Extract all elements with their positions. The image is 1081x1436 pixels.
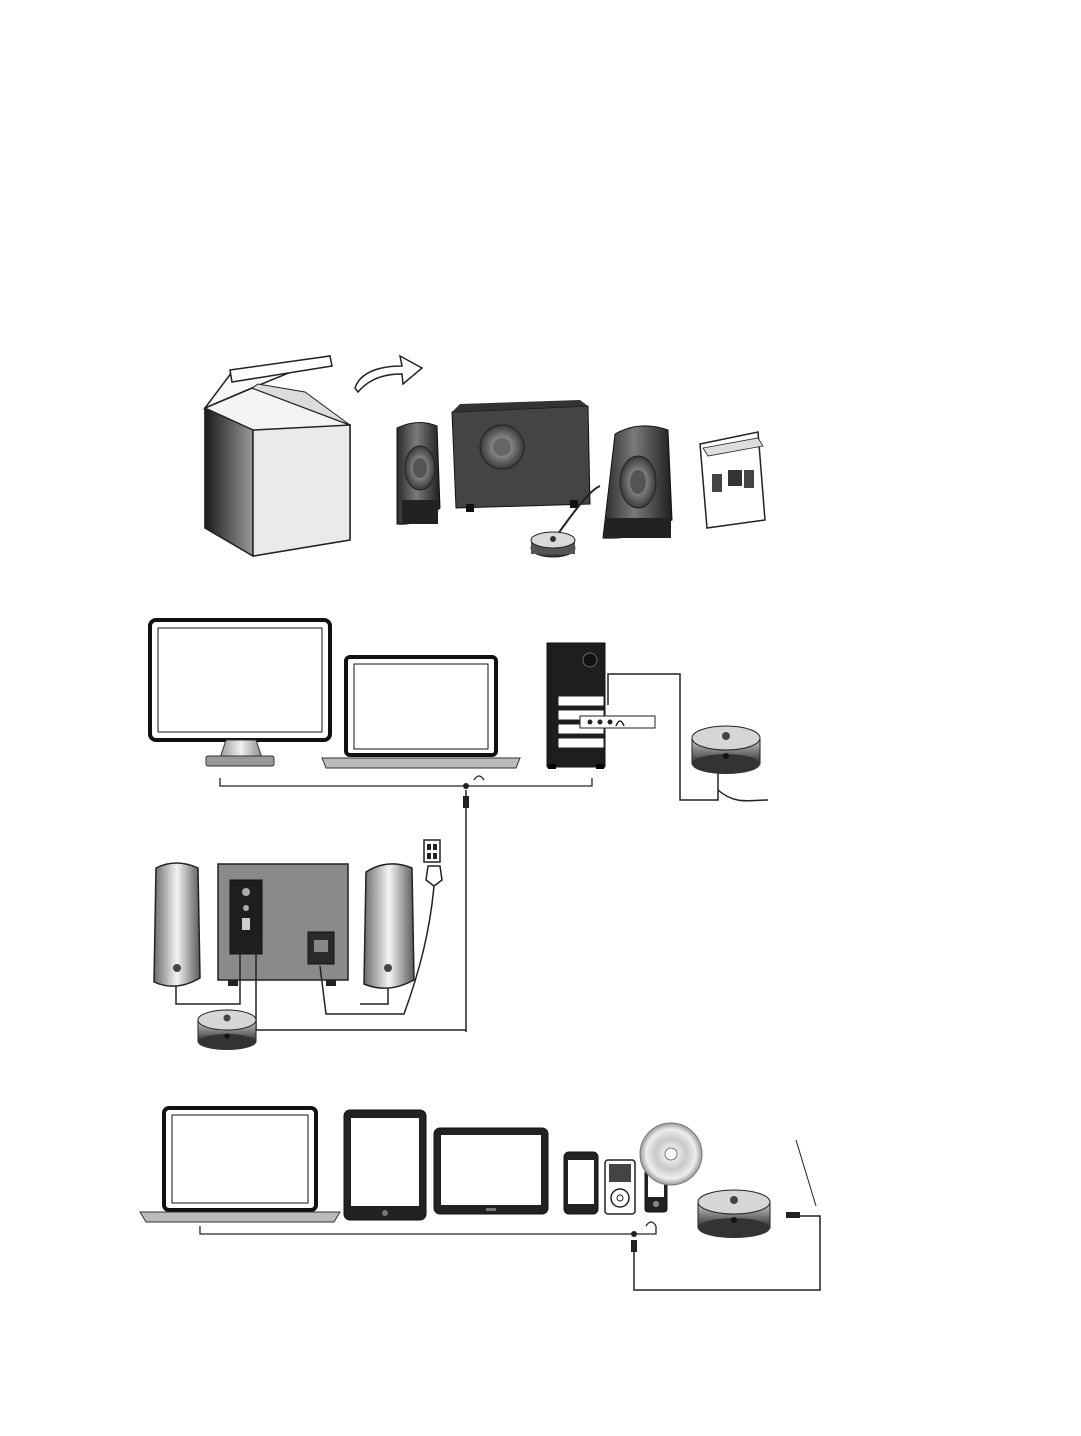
subwoofer-icon [218, 864, 348, 986]
laptop-icon [140, 1108, 340, 1222]
speaker-icon [154, 863, 200, 986]
speaker-icon [364, 864, 414, 988]
speaker-icon [603, 426, 672, 538]
desktop-tower-icon [547, 643, 605, 769]
power-outlet-icon [424, 840, 440, 862]
power-plug-icon [426, 866, 442, 886]
panel-mobile-connection [140, 1108, 820, 1290]
mp3-player-icon [605, 1160, 635, 1214]
subwoofer-icon [452, 400, 590, 512]
panel-speaker-connection [154, 840, 466, 1050]
control-pod-icon [531, 532, 575, 557]
speaker-icon [397, 422, 440, 524]
box-icon [205, 356, 350, 556]
arrow-icon [355, 356, 422, 392]
cd-icon [640, 1123, 702, 1185]
laptop-icon [322, 657, 520, 768]
tablet-icon [434, 1128, 548, 1214]
manual-icon [700, 432, 765, 528]
control-pod-icon [698, 1190, 770, 1238]
control-pod-icon [198, 1010, 256, 1050]
monitor-icon [150, 620, 330, 766]
headphone-jack-icon [580, 716, 655, 728]
smartphone-icon [564, 1152, 598, 1214]
tablet-icon [344, 1110, 426, 1220]
panel-unbox [205, 356, 765, 557]
control-pod-icon [692, 726, 760, 774]
